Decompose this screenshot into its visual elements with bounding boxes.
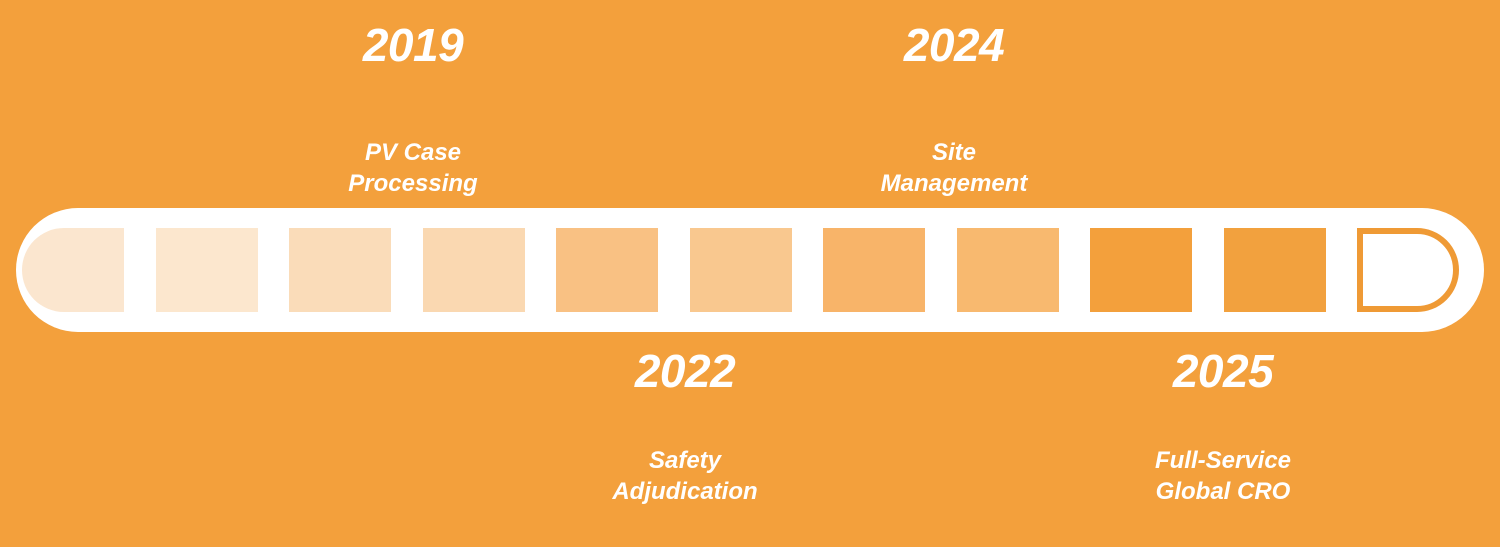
milestone-description-line: PV Case	[364, 139, 462, 166]
progress-segment-10	[1224, 228, 1326, 312]
milestone-description-line: Processing	[348, 169, 478, 197]
progress-segment-7	[823, 228, 925, 312]
milestone-description-line: Full-Service	[1154, 447, 1292, 474]
progress-segment-3	[289, 228, 391, 312]
progress-segment-8	[957, 228, 1059, 312]
milestone-description-line: Adjudication	[612, 477, 758, 505]
segment-track	[16, 208, 1484, 332]
progress-segment-4	[423, 228, 525, 312]
milestone-description-line: Management	[880, 169, 1028, 197]
milestone-year: 2022	[634, 345, 736, 397]
progress-segment-6	[690, 228, 792, 312]
progress-bar	[16, 208, 1484, 332]
milestone-year: 2025	[1172, 345, 1274, 397]
milestone-description-line: Safety	[648, 447, 722, 474]
progress-segment-11	[1357, 228, 1459, 312]
milestone-year: 2024	[903, 19, 1005, 71]
progress-segment-9	[1090, 228, 1192, 312]
milestone-description-line: Global CRO	[1155, 477, 1291, 505]
progress-segment-5	[556, 228, 658, 312]
progress-segment-2	[156, 228, 258, 312]
progress-segment-1	[22, 228, 124, 312]
milestone-description-line: Site	[931, 139, 976, 166]
milestone-year: 2019	[362, 19, 464, 71]
